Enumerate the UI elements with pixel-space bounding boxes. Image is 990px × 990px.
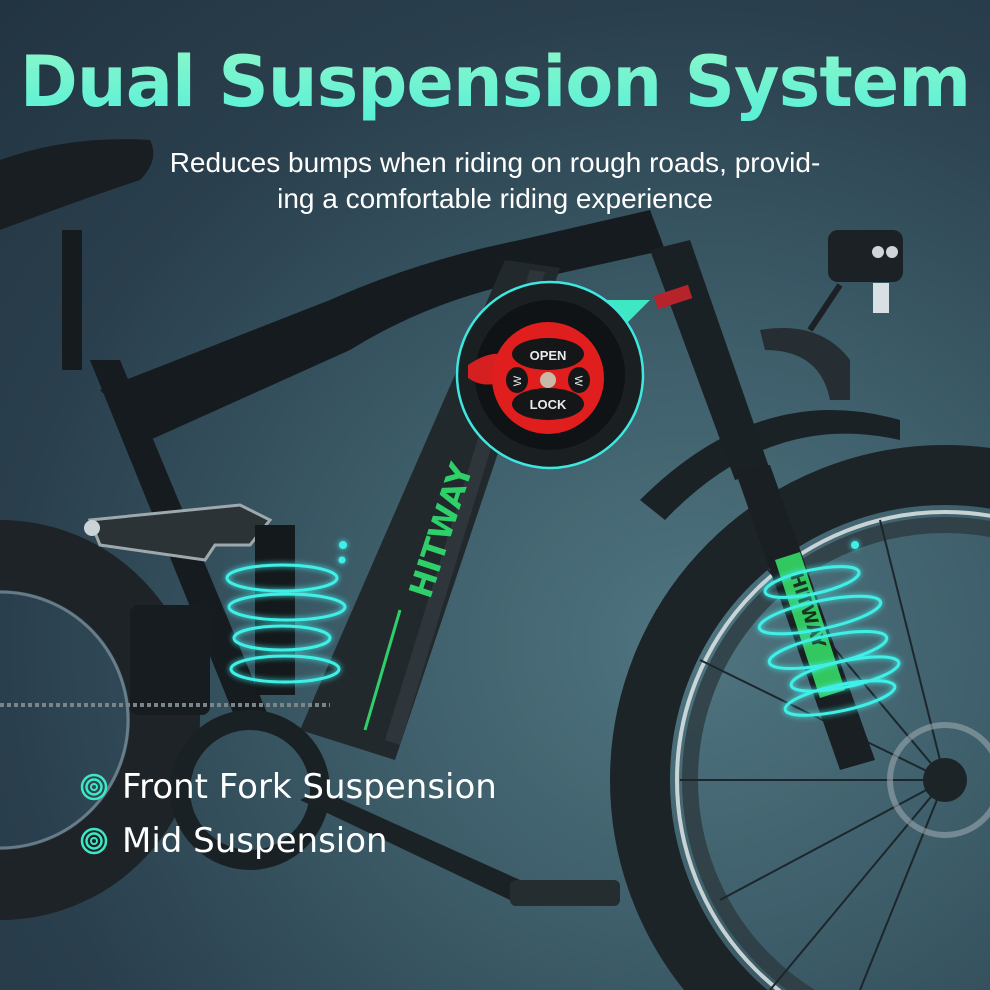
dial-lock-label: LOCK — [530, 397, 567, 412]
pedal — [510, 880, 620, 906]
headlight — [807, 230, 903, 332]
feature-item-mid: Mid Suspension — [80, 814, 497, 868]
dial-side-mark-left: W — [512, 375, 524, 386]
subtitle: Reduces bumps when riding on rough roads… — [100, 145, 890, 217]
feature-list: Front Fork Suspension Mid Suspension — [80, 760, 497, 868]
dial-side-mark-right: W — [572, 376, 584, 387]
dial-open-label: OPEN — [530, 348, 567, 363]
saddle — [0, 139, 154, 370]
rear-shock — [255, 525, 295, 695]
page-title: Dual Suspension System — [0, 40, 990, 124]
feature-label: Mid Suspension — [122, 821, 388, 861]
rear-suspension-glow-rings — [225, 541, 347, 684]
front-fender — [640, 410, 900, 520]
subtitle-line-1: Reduces bumps when riding on rough roads… — [169, 147, 821, 178]
rear-wheel — [0, 520, 200, 920]
front-wheel — [610, 445, 990, 990]
front-fork: HITWAY — [650, 240, 875, 770]
front-suspension-glow-rings — [757, 541, 901, 717]
feature-item-front-fork: Front Fork Suspension — [80, 760, 497, 814]
controller-box — [130, 605, 210, 715]
concentric-rings-icon — [80, 773, 108, 801]
swing-arm-linkage — [87, 503, 273, 562]
concentric-rings-icon — [80, 827, 108, 855]
subtitle-line-2: ing a comfortable riding experience — [277, 183, 713, 214]
feature-label: Front Fork Suspension — [122, 767, 497, 807]
lockout-dial-callout: OPEN LOCK W W — [455, 280, 650, 470]
